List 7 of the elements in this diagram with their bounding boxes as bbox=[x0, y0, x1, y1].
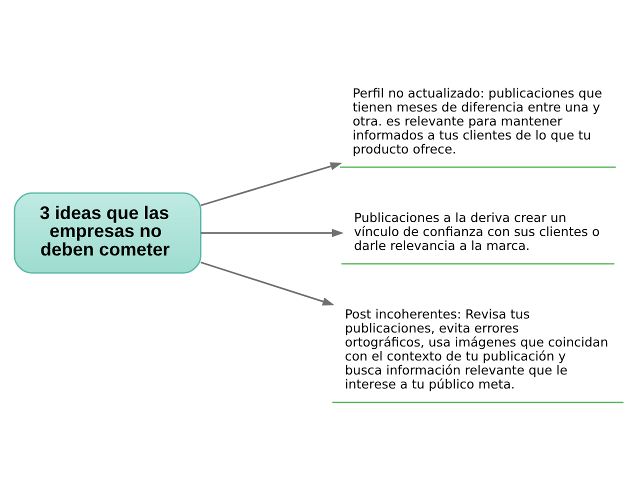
arrow bbox=[200, 261, 334, 305]
arrow bbox=[200, 162, 342, 206]
node-text: Publicaciones a la deriva crear un vínculo de confianza con sus clientes o darle relevancia a la marca. bbox=[354, 210, 600, 253]
node-text: Perfil no actualizado: publicaciones que tienen meses de diferencia entre una y otra. es relevante para mantener informados a tus clientes de lo que tu producto ofrece. bbox=[352, 84, 602, 156]
node-box: 3 ideas que las empresas no deben cometer bbox=[14, 192, 202, 274]
node-text: Post incoherentes: Revisa tus publicaciones, evita errores ortográficos, usa imágenes que coincidan con el contexto de tu publicación y busca información relevante que le interese a tu público meta. bbox=[344, 306, 608, 392]
arrow bbox=[200, 228, 344, 237]
